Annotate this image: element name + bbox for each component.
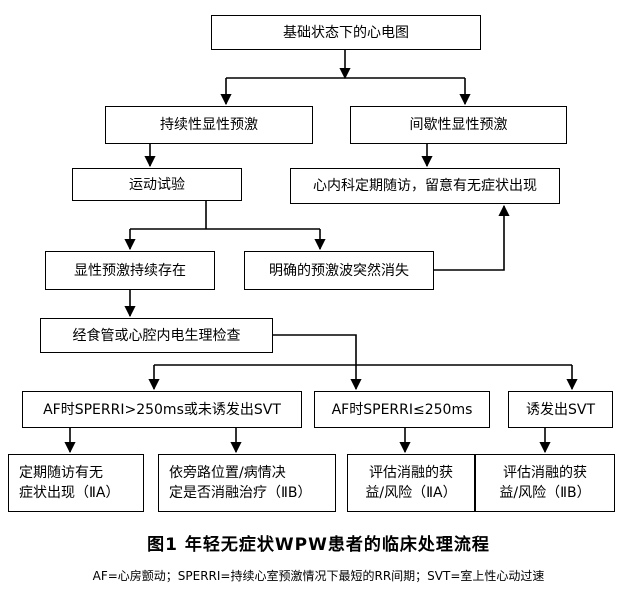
- figure-caption: 图1 年轻无症状WPW患者的临床处理流程: [147, 535, 490, 555]
- ep-study-box: 经食管或心腔内电生理检查: [40, 318, 273, 353]
- assess-ablation-a-box: 评估消融的获 益/风险（ⅡA）: [347, 454, 475, 512]
- connector-ep-study: [273, 334, 357, 365]
- abrupt-loss-box: 明确的预激波突然消失: [244, 251, 434, 290]
- pathway-location-box: 依旁路位置/病情决 定是否消融治疗（ⅡB）: [158, 454, 336, 512]
- af-sperri-gt250-box: AF时SPERRI>250ms或未诱发出SVT: [22, 391, 302, 428]
- exercise-test-box: 运动试验: [72, 168, 242, 201]
- regular-followup-box: 定期随访有无 症状出现（ⅡA）: [8, 454, 144, 512]
- persistent-preexcitation-box: 持续性显性预激: [105, 106, 313, 144]
- af-sperri-le250-box: AF时SPERRI≤250ms: [314, 391, 490, 428]
- baseline-ecg-box: 基础状态下的心电图: [211, 15, 481, 50]
- induced-svt-box: 诱发出SVT: [508, 391, 613, 428]
- persists-box: 显性预激持续存在: [45, 251, 215, 290]
- arrow-loss-to-followup: [434, 204, 510, 271]
- assess-ablation-b-box: 评估消融的获 益/风险（ⅡB）: [475, 454, 615, 512]
- intermittent-preexcitation-box: 间歇性显性预激: [350, 106, 567, 144]
- cardiology-followup-box: 心内科定期随访，留意有无症状出现: [290, 168, 560, 204]
- figure-footnote: AF=心房颤动；SPERRI=持续心室预激情况下最短的RR间期；SVT=室上性心…: [92, 569, 545, 583]
